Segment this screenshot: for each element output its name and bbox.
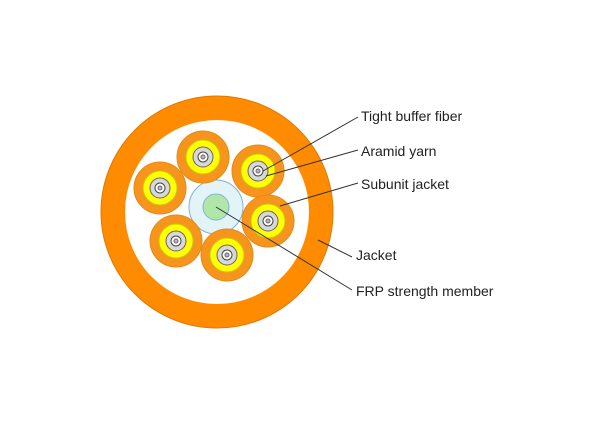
leader-aramid-yarn [265, 149, 359, 177]
leader-tight-buffer-fiber [262, 116, 359, 172]
label-tight-buffer-fiber: Tight buffer fiber [361, 108, 463, 124]
subunit-upper-right [231, 144, 285, 198]
subunit-right [241, 194, 295, 248]
leader-subunit-jacket [279, 182, 359, 207]
labels: Tight buffer fiber Aramid yarn Subunit j… [356, 108, 494, 299]
subunit-group [133, 130, 295, 282]
leader-jacket [317, 239, 353, 258]
subunit-lower-left [149, 214, 203, 268]
fiber-center [173, 238, 179, 244]
label-aramid-yarn: Aramid yarn [361, 143, 436, 159]
fiber-center [224, 252, 230, 258]
fiber-center [265, 218, 271, 224]
subunit-top [176, 130, 230, 184]
label-frp-strength-member: FRP strength member [356, 283, 494, 299]
subunit-left [133, 161, 187, 215]
leader-lines [215, 116, 359, 291]
fiber-center [157, 185, 163, 191]
subunit-lower-right [200, 228, 254, 282]
label-subunit-jacket: Subunit jacket [361, 176, 449, 192]
fiber-center [200, 154, 206, 160]
leader-frp-strength-member [215, 206, 353, 291]
label-jacket: Jacket [356, 247, 397, 263]
fiber-center [255, 168, 261, 174]
